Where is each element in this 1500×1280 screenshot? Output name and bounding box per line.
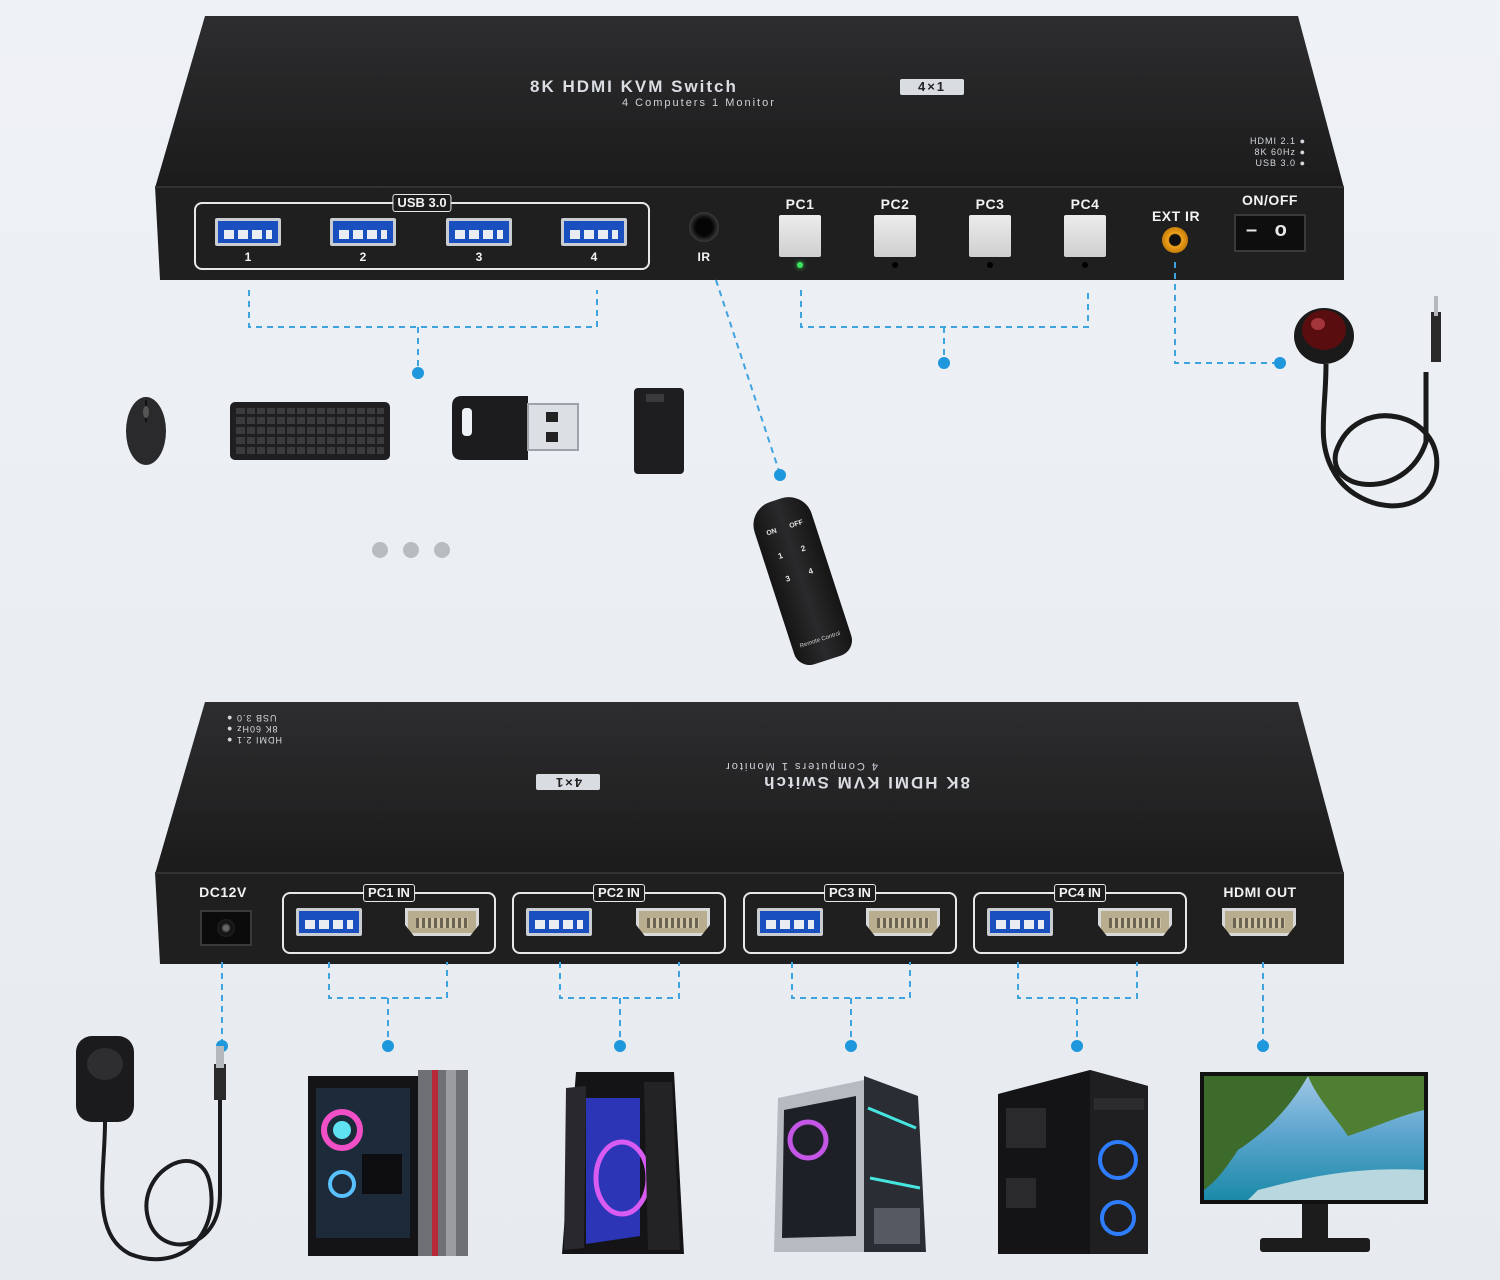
pc1-in-group: PC1 IN bbox=[282, 884, 496, 954]
pc3-led-icon bbox=[987, 262, 993, 268]
power-switch-glyphs: – o bbox=[1246, 219, 1293, 241]
pc2-in-group: PC2 IN bbox=[512, 884, 726, 954]
power-label: ON/OFF bbox=[1242, 192, 1298, 208]
mouse-icon bbox=[126, 397, 166, 465]
dc-label: DC12V bbox=[199, 884, 247, 900]
kvm-switch-front: 8K HDMI KVM Switch 4×1 4 Computers 1 Mon… bbox=[0, 0, 1500, 290]
pc1-usb-port[interactable] bbox=[296, 908, 362, 936]
ir-label: IR bbox=[697, 250, 711, 264]
kvm-switch-front-body bbox=[155, 16, 1344, 280]
power-switch[interactable]: – o bbox=[1234, 214, 1306, 252]
lid-badge: 4×1 bbox=[900, 79, 964, 95]
usb-port-number-4: 4 bbox=[590, 250, 598, 264]
hdmi-out-port[interactable] bbox=[1222, 908, 1296, 936]
monitor-icon bbox=[1200, 1072, 1428, 1252]
remote-key-3[interactable]: 3 bbox=[784, 573, 792, 584]
pc3-in-group: PC3 IN bbox=[743, 884, 957, 954]
remote-key-2[interactable]: 2 bbox=[799, 543, 807, 554]
kvm-switch-rear: 8K HDMI KVM Switch 4×1 4 Computers 1 Mon… bbox=[0, 690, 1500, 980]
pc3-in-label: PC3 IN bbox=[824, 884, 876, 902]
pc1-hdmi-port[interactable] bbox=[405, 908, 479, 936]
spec-hdmi: HDMI 2.1 ● bbox=[1250, 136, 1306, 146]
pc2-in-label: PC2 IN bbox=[593, 884, 645, 902]
pc3-computer-icon bbox=[774, 1076, 926, 1252]
pc2-button[interactable] bbox=[874, 215, 916, 257]
pc1-button[interactable] bbox=[779, 215, 821, 257]
remote-key-off[interactable]: OFF bbox=[788, 519, 805, 530]
pc3-label: PC3 bbox=[975, 196, 1005, 212]
pc4-hdmi-port[interactable] bbox=[1098, 908, 1172, 936]
pc4-usb-port[interactable] bbox=[987, 908, 1053, 936]
hard-drive-icon bbox=[634, 388, 684, 474]
kvm-switch-rear-body bbox=[155, 702, 1344, 964]
lid-title: 8K HDMI KVM Switch bbox=[530, 77, 738, 96]
remote-keypad: ON OFF 1 2 3 4 bbox=[760, 512, 830, 606]
power-adapter-icon bbox=[76, 1036, 226, 1262]
pc2-hdmi-port[interactable] bbox=[636, 908, 710, 936]
pc3-hdmi-port[interactable] bbox=[866, 908, 940, 936]
pc4-computer-icon bbox=[998, 1070, 1148, 1254]
ir-extender-cable-icon bbox=[1294, 296, 1441, 509]
pc3-button[interactable] bbox=[969, 215, 1011, 257]
pc1-led-icon bbox=[797, 262, 803, 268]
ext-ir-label: EXT IR bbox=[1151, 208, 1201, 224]
ir-receiver-icon bbox=[689, 212, 719, 242]
usb-port-number-3: 3 bbox=[475, 250, 483, 264]
hdmi-out-label: HDMI OUT bbox=[1223, 884, 1297, 900]
usb-group: USB 3.0 bbox=[194, 194, 650, 270]
ext-ir-jack-icon[interactable] bbox=[1162, 227, 1188, 253]
pc4-led-icon bbox=[1082, 262, 1088, 268]
more-devices-icon bbox=[372, 542, 465, 563]
usb-port-4[interactable] bbox=[561, 218, 627, 246]
pc4-label: PC4 bbox=[1070, 196, 1100, 212]
dc-power-jack[interactable] bbox=[200, 910, 252, 946]
pc3-usb-port[interactable] bbox=[757, 908, 823, 936]
lid-title-block: 8K HDMI KVM Switch 4×1 4 Computers 1 Mon… bbox=[530, 77, 970, 117]
spec-list: HDMI 2.1 ● 8K 60Hz ● USB 3.0 ● bbox=[1186, 136, 1306, 169]
pc4-in-group: PC4 IN bbox=[973, 884, 1187, 954]
usb-group-label: USB 3.0 bbox=[392, 194, 452, 212]
usb-port-1[interactable] bbox=[215, 218, 281, 246]
keyboard-icon bbox=[230, 402, 390, 460]
pc1-in-label: PC1 IN bbox=[363, 884, 415, 902]
pc2-computer-icon bbox=[562, 1072, 684, 1254]
spec-usb: USB 3.0 ● bbox=[1255, 158, 1306, 168]
usb-port-number-1: 1 bbox=[244, 250, 252, 264]
spec-8k: 8K 60Hz ● bbox=[1254, 147, 1306, 157]
usb-drive-icon bbox=[452, 396, 579, 460]
dc-jack-icon bbox=[217, 919, 235, 937]
pc1-label: PC1 bbox=[785, 196, 815, 212]
remote-key-on[interactable]: ON bbox=[765, 527, 778, 538]
pc4-button[interactable] bbox=[1064, 215, 1106, 257]
usb-port-number-2: 2 bbox=[359, 250, 367, 264]
remote-key-4[interactable]: 4 bbox=[807, 566, 815, 577]
remote-key-1[interactable]: 1 bbox=[776, 550, 784, 561]
lid-subtitle: 4 Computers 1 Monitor bbox=[622, 97, 776, 109]
pc2-label: PC2 bbox=[880, 196, 910, 212]
usb-port-2[interactable] bbox=[330, 218, 396, 246]
usb-port-3[interactable] bbox=[446, 218, 512, 246]
pc2-usb-port[interactable] bbox=[526, 908, 592, 936]
pc1-computer-icon bbox=[308, 1070, 468, 1256]
pc2-led-icon bbox=[892, 262, 898, 268]
pc4-in-label: PC4 IN bbox=[1054, 884, 1106, 902]
